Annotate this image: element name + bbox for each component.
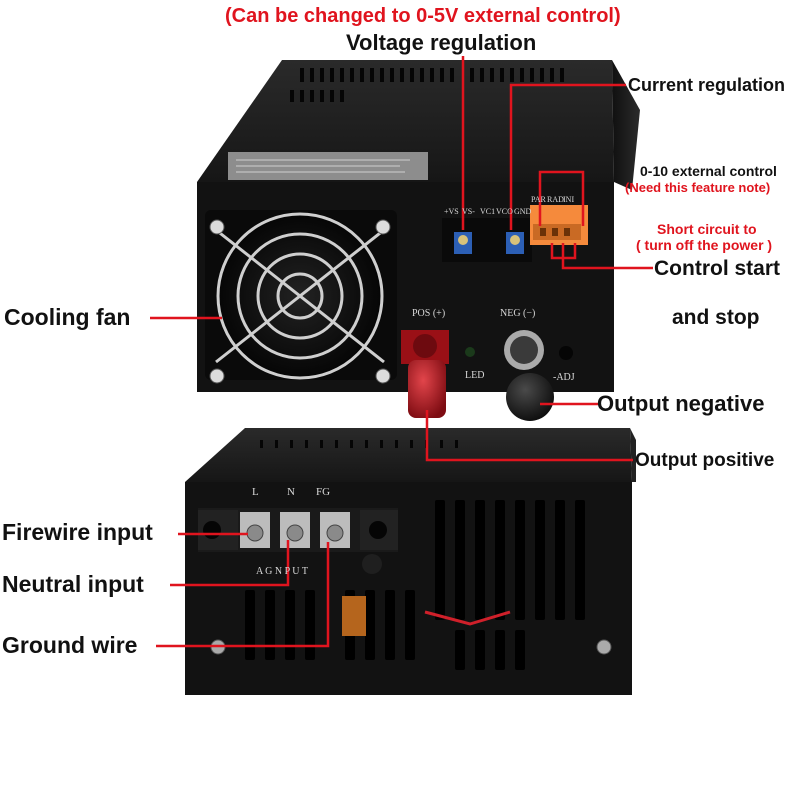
negative-terminal[interactable] [504,330,554,421]
trim-pot-block [442,218,532,262]
current-regulation-label: Current regulation [628,75,786,95]
output-positive-label: Output positive [635,450,775,471]
adj-label: -ADJ [553,372,575,383]
external-control-note: (Can be changed to 0-5V external control… [225,5,621,27]
connector-label-rad: RAD [547,195,564,204]
bottom-top-vents [260,440,458,448]
fan-grill [215,212,385,380]
terminal-label-fg: FG [316,486,330,498]
neg-label: NEG (−) [500,308,535,319]
agnput-label: A G N P U T [256,566,308,577]
cooling-fan [205,210,397,384]
external-control-0-10-label: 0-10 external control [640,163,777,179]
trim-label-vco: VCO [496,207,513,216]
trim-label-vc1: VC1 [480,207,495,216]
short-circuit-label-2: ( turn off the power ) [636,237,773,253]
output-negative-label: Output negative [597,391,765,416]
bottom-unit-housing [185,428,636,695]
terminal-label-l: L [252,486,259,498]
terminal-label-n: N [287,486,295,498]
connector-label-ini: INI [563,195,574,204]
control-connector [530,205,588,245]
trim-label-vs-minus: VS- [462,207,475,216]
control-start-label-1: Control start [654,257,780,280]
connector-label-par: PAR [531,195,546,204]
panel-text: POS (+) NEG (−) LED -ADJ L N FG A G N P … [252,195,575,577]
control-start-label-2: and stop [672,306,760,329]
ac-terminal-block [198,508,398,574]
led-indicator [465,347,475,357]
firewire-input-label: Firewire input [2,519,153,545]
sticker-text-lines [236,159,410,173]
pos-label: POS (+) [412,308,445,319]
short-circuit-label-1: Short circuit to [657,221,757,237]
led-label: LED [465,370,484,381]
voltage-regulation-label: Voltage regulation [346,30,537,55]
trim-label-vs-plus: +VS [444,207,459,216]
need-feature-note: (Need this feature note) [625,180,771,195]
cooling-fan-label: Cooling fan [4,304,131,330]
top-vent-slots [290,68,564,102]
inductor-coil [342,596,366,636]
rear-vent-slots [245,500,585,670]
trim-label-gnd: GND [514,207,532,216]
adj-hole [559,346,573,360]
fan-screws [209,219,391,384]
callout-lines [150,56,653,648]
neutral-input-label: Neutral input [2,571,144,597]
ground-wire-label: Ground wire [2,632,138,658]
positive-terminal[interactable] [401,330,449,418]
